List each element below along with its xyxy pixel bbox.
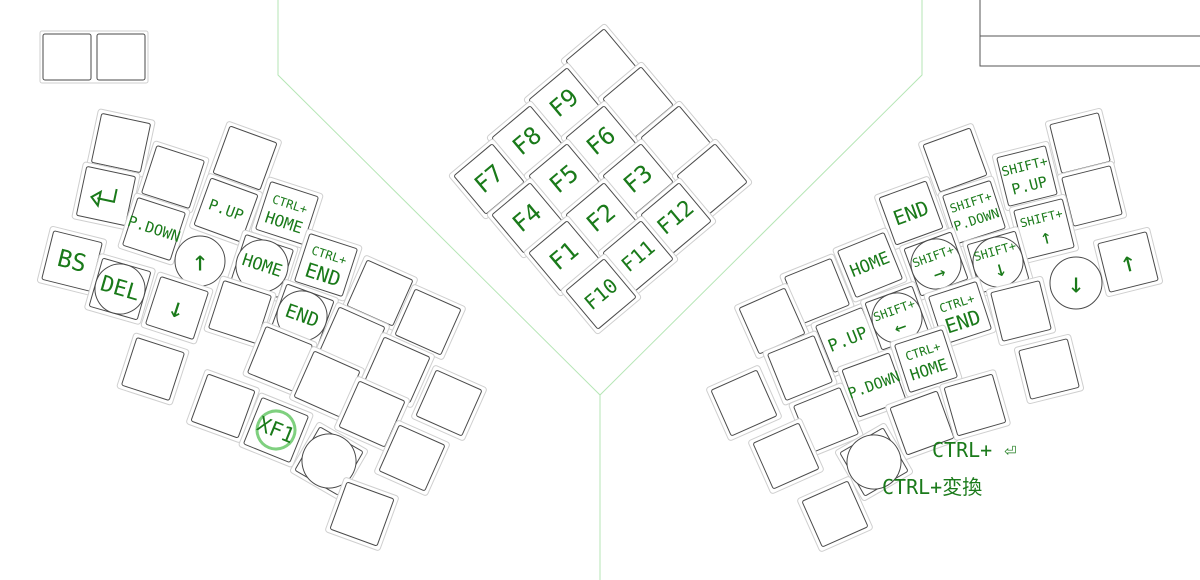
return-arrow-icon [89,188,118,208]
key-label: ↓ [990,256,1010,284]
key[interactable] [203,275,277,349]
key-ctrl-end[interactable]: CTRL+ END [289,228,363,302]
key-p-up[interactable]: P.UP [189,173,263,247]
key-ctrl-home[interactable]: CTRL+ HOME [889,324,963,398]
key[interactable] [918,123,992,197]
key-down[interactable]: ↓ [140,271,214,345]
key-f10[interactable]: F10 [560,253,642,335]
key-xf1[interactable]: XF1 [238,392,314,468]
key[interactable] [885,386,959,460]
key-label: ↓ [1068,267,1085,300]
key-shift-p-down[interactable]: SHIFT+ P.DOWN [937,175,1011,249]
key[interactable] [706,365,783,442]
key-end[interactable]: END [874,176,948,250]
key[interactable] [797,476,874,553]
key-bs[interactable]: BS [36,225,108,297]
key[interactable] [374,420,451,497]
key[interactable] [116,332,190,406]
knob-up[interactable]: ↑ [174,235,226,287]
key-up[interactable]: ↑ [1092,226,1164,298]
function-key-cluster: F9 F8 F6 F7 F5 F3 F4 F2 [448,23,753,335]
key[interactable] [334,376,411,453]
legend-keys [39,30,149,84]
key-ctrl-home[interactable]: CTRL+ HOME [250,176,324,250]
key[interactable] [136,140,210,214]
key[interactable] [208,121,282,195]
key[interactable] [985,275,1057,347]
key-shift-up[interactable]: SHIFT+ ↑ [1008,193,1080,265]
key-return[interactable] [71,161,141,231]
key[interactable] [748,418,825,495]
key-del[interactable]: DEL [84,253,156,325]
key[interactable] [325,477,399,551]
key-label: ↑ [192,245,209,278]
key[interactable] [411,365,488,442]
key-label: BS [55,244,90,278]
key[interactable] [86,108,156,178]
key[interactable] [186,369,260,443]
annotation-ctrl-enter: CTRL+ ⏎ [932,438,1016,462]
key-shift-p-up[interactable]: SHIFT+ P.UP [991,140,1063,212]
key-f1[interactable]: F1 [523,215,605,297]
guide-lines [277,0,923,580]
right-half: SHIFT+ P.UP END SHIFT+ P.DOWN SHIFT+ ↑ ↑… [706,107,1164,553]
key[interactable] [342,255,419,332]
key[interactable] [779,253,855,329]
key-shift-down[interactable]: SHIFT+ ↓ [962,226,1034,298]
knob[interactable] [834,422,914,502]
key[interactable] [1044,107,1116,179]
key-home[interactable]: HOME [832,227,908,303]
key-p-down[interactable]: P.DOWN [117,192,191,266]
key[interactable] [762,330,838,406]
left-half: P.DOWN P.UP CTRL+ HOME BS DEL ↑ HOME CTR… [36,108,488,551]
key[interactable] [939,369,1011,441]
knob-down[interactable]: ↓ [1049,256,1103,310]
key[interactable] [1056,160,1128,232]
key-shift-right[interactable]: SHIFT+ → [899,227,973,301]
key-label: ↑ [1037,224,1054,250]
key[interactable] [1013,333,1085,405]
key[interactable] [390,284,467,361]
annotation-ctrl-henkan: CTRL+変換 [882,475,982,499]
corner-frame [979,0,1200,67]
